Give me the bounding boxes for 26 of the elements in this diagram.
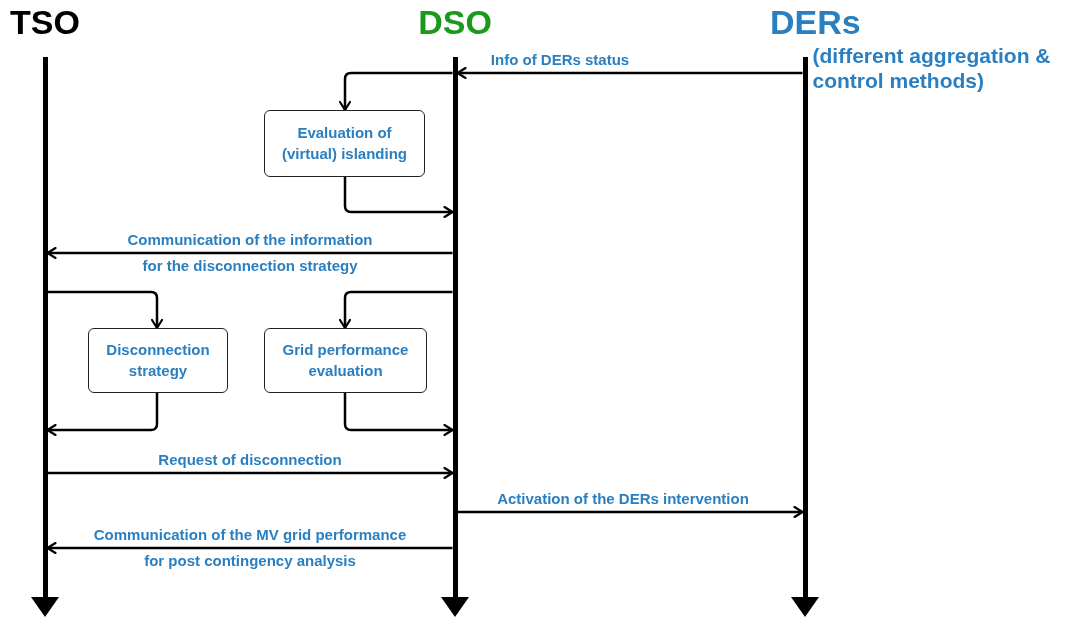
arrow xyxy=(338,290,453,330)
arrow xyxy=(46,393,159,437)
arrow xyxy=(47,290,164,330)
edge-label: Activation of the DERs intervention xyxy=(496,490,750,508)
edge-label: Info of DERs status xyxy=(489,51,631,69)
arrow xyxy=(46,246,453,260)
arrow xyxy=(46,541,453,555)
lane-heading: TSO xyxy=(10,5,80,39)
arrow xyxy=(343,393,454,437)
process-box xyxy=(264,328,427,393)
lane-heading: DSO xyxy=(418,5,492,39)
edge-label: Communication of the information for the disconnection strategy xyxy=(126,230,374,276)
box-label: Disconnection strategy xyxy=(105,340,211,381)
process-box xyxy=(264,110,425,177)
lane-heading: DERs xyxy=(770,5,861,39)
arrow xyxy=(47,466,454,480)
arrow xyxy=(343,177,454,219)
process-box xyxy=(88,328,228,393)
edge-label: Communication of the MV grid performance for post contingency analysis xyxy=(92,525,408,571)
arrow xyxy=(456,66,803,80)
arrow xyxy=(457,505,804,519)
box-label: Evaluation of (virtual) islanding xyxy=(281,123,408,164)
edge-label: Request of disconnection xyxy=(157,451,343,469)
arrow xyxy=(338,71,453,112)
box-label: Grid performance evaluation xyxy=(281,340,410,381)
lane-subtitle: (different aggregation & control methods) xyxy=(812,43,1052,94)
